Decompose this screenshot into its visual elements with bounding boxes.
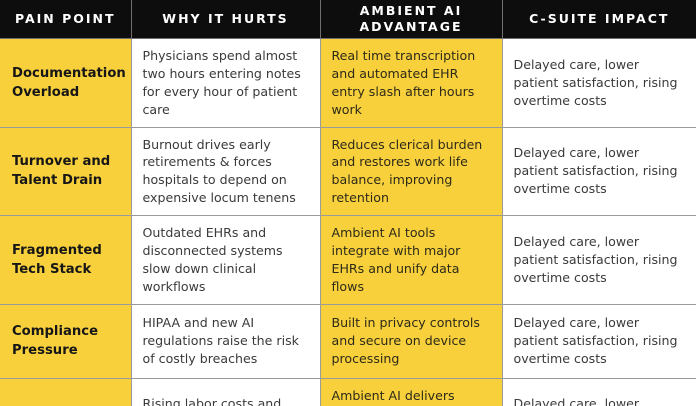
column-header-why-it-hurts: Why It Hurts: [131, 0, 321, 39]
cell-pain-point: Compliance Pressure: [0, 304, 132, 379]
column-header-pain-point: Pain Point: [0, 0, 132, 39]
cell-c-suite-impact: Delayed care, lower patient satisfaction…: [501, 215, 696, 305]
column-header-c-suite-impact: C-Suite Impact: [502, 0, 696, 39]
cell-why-it-hurts: HIPAA and new AI regulations raise the r…: [130, 304, 321, 379]
column-header-ambient-ai-advantage: Ambient AI Advantage: [320, 0, 503, 39]
cell-c-suite-impact: Delayed care, lower patient satisfaction…: [501, 38, 696, 128]
cell-why-it-hurts: Physicians spend almost two hours enteri…: [130, 38, 321, 128]
table-row: Compliance Pressure HIPAA and new AI reg…: [0, 304, 696, 379]
cell-ambient-ai-advantage: Reduces clerical burden and restores wor…: [319, 127, 503, 216]
cell-ambient-ai-advantage: Built in privacy controls and secure on …: [319, 304, 503, 379]
table-header-row: Pain Point Why It Hurts Ambient AI Advan…: [0, 0, 696, 39]
cell-c-suite-impact: Delayed care, lower patient satisfaction…: [501, 127, 696, 216]
cell-why-it-hurts: Outdated EHRs and disconnected systems s…: [130, 215, 321, 305]
cell-why-it-hurts: Rising labor costs and shrinking margins…: [130, 378, 321, 406]
cell-ambient-ai-advantage: Real time transcription and automated EH…: [319, 38, 503, 128]
cell-pain-point: Financial Squeeze: [0, 378, 132, 406]
table-row: Documentation Overload Physicians spend …: [0, 38, 696, 128]
table-row: Turnover and Talent Drain Burnout drives…: [0, 127, 696, 216]
cell-c-suite-impact: Delayed care, lower patient satisfaction…: [501, 304, 696, 379]
cell-pain-point: Fragmented Tech Stack: [0, 215, 132, 305]
table-row: Fragmented Tech Stack Outdated EHRs and …: [0, 215, 696, 305]
cell-ambient-ai-advantage: Ambient AI tools integrate with major EH…: [319, 215, 503, 305]
cell-pain-point: Turnover and Talent Drain: [0, 127, 132, 216]
cell-pain-point: Documentation Overload: [0, 38, 132, 128]
cell-ambient-ai-advantage: Ambient AI delivers direct savings throu…: [319, 378, 503, 406]
table-header: Pain Point Why It Hurts Ambient AI Advan…: [0, 0, 696, 39]
table-row: Financial Squeeze Rising labor costs and…: [0, 378, 696, 406]
cell-c-suite-impact: Delayed care, lower patient satisfaction…: [501, 378, 696, 406]
cell-why-it-hurts: Burnout drives early retirements & force…: [130, 127, 321, 216]
table-body: Documentation Overload Physicians spend …: [0, 38, 696, 406]
